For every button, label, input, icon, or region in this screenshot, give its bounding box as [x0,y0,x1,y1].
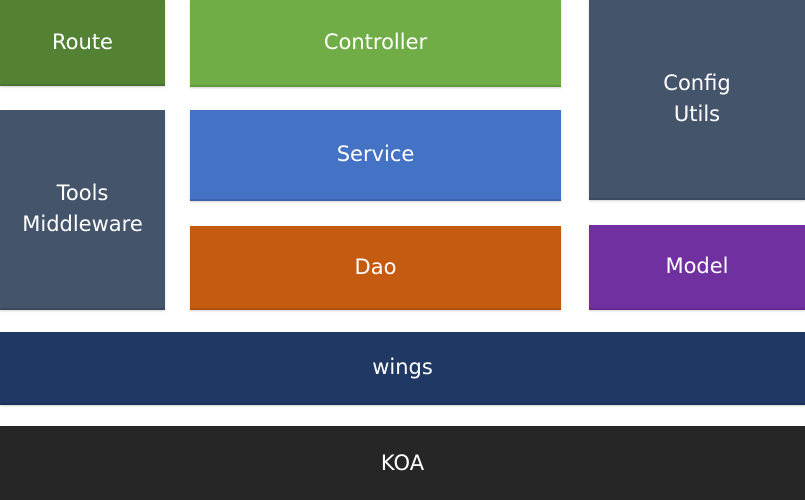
utils-label: Utils [673,102,721,126]
tools-middleware-label-group: Tools Middleware [22,178,143,240]
middleware-label: Middleware [22,212,143,236]
route-block: Route [0,0,165,86]
controller-block: Controller [190,0,561,87]
model-label: Model [665,254,729,278]
koa-label: KOA [380,450,425,475]
wings-label: wings [372,355,433,379]
service-label: Service [336,142,415,166]
config-utils-label-group: Config Utils [663,68,730,130]
config-utils-block: Config Utils [589,0,805,200]
config-label: Config [663,71,731,95]
service-block: Service [190,110,561,201]
controller-label: Controller [323,30,428,54]
model-block: Model [589,225,805,310]
dao-label: Dao [354,254,397,279]
route-label: Route [52,29,113,54]
tools-middleware-block: Tools Middleware [0,110,165,310]
dao-block: Dao [190,226,561,310]
tools-label: Tools [56,181,109,205]
wings-block: wings [0,332,805,405]
koa-block: KOA [0,426,805,500]
